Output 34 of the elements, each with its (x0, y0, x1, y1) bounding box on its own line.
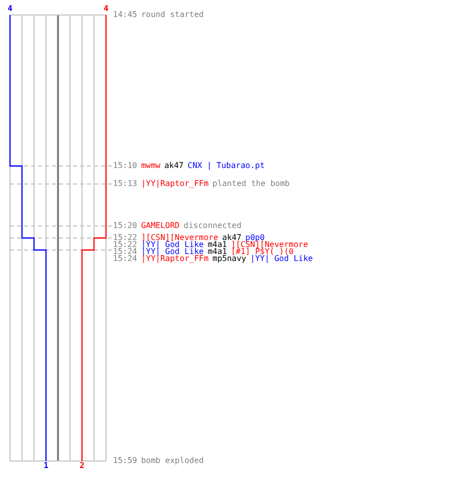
player-name: |YY| God Like (250, 254, 313, 263)
player-name: |YY|Raptor_FFm (141, 254, 209, 263)
timestamp: 15:22 (113, 233, 138, 242)
player-name: CNX | Tubarao.pt (188, 161, 265, 170)
player-name: GAMELORD (141, 221, 180, 230)
timestamp: 15:24 (113, 247, 138, 256)
timestamp: 15:13 (113, 179, 138, 188)
weapon-name: m4a1 (208, 247, 227, 256)
timestamp: 15:10 (113, 161, 138, 170)
player-name: |YY|Raptor_FFm (141, 179, 209, 188)
timestamp: 15:22 (113, 240, 138, 249)
event-text: bomb exploded (141, 456, 204, 465)
player-name: |YY| God Like (141, 240, 204, 249)
event-text: disconnected (184, 221, 242, 230)
event-text: round started (141, 10, 204, 19)
weapon-name: mp5navy (212, 254, 246, 263)
player-name: p0p0 (245, 233, 265, 242)
event-text: planted the bomb (212, 179, 290, 188)
player-name: |YY| God Like (141, 247, 204, 256)
count-number: 2 (78, 462, 86, 470)
count-number: 4 (6, 5, 14, 13)
player-name: mwmw (141, 161, 160, 170)
player-name: [#1] P$Y( )(0 (230, 247, 294, 256)
timestamp: 15:20 (113, 221, 138, 230)
weapon-name: ak47 (222, 233, 242, 242)
timestamp: 15:59 (113, 456, 138, 465)
weapon-name: ak47 (164, 161, 184, 170)
player-name: ][CSN][Nevermore (230, 240, 308, 249)
player-name: ][CSN][Nevermore (141, 233, 218, 242)
timestamp: 14:45 (113, 10, 138, 19)
timestamp: 15:24 (113, 254, 138, 263)
weapon-name: m4a1 (208, 240, 227, 249)
count-number: 4 (102, 5, 110, 13)
count-number: 1 (42, 462, 50, 470)
